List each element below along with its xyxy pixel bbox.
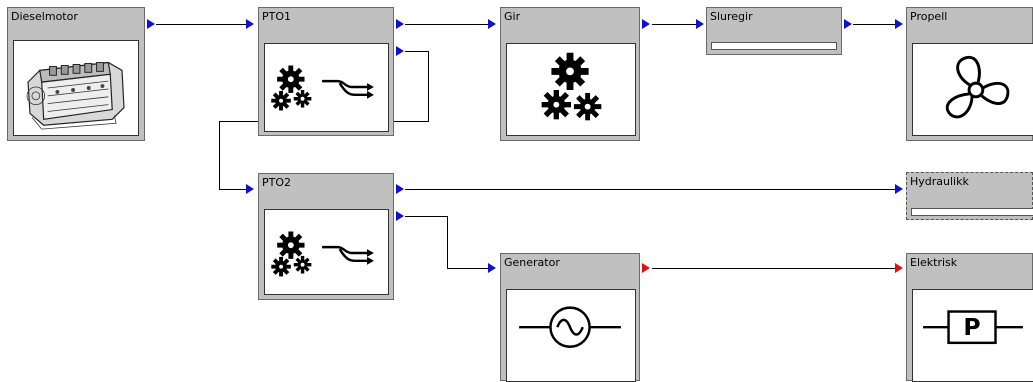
block-pto2[interactable]: PTO2 (258, 173, 394, 300)
wire-pto1-pto2[interactable] (219, 121, 260, 190)
progress-bar (911, 208, 1033, 216)
load-symbol-text: P (963, 313, 980, 341)
ac-source-icon (506, 289, 636, 382)
power-load-icon: P (912, 289, 1033, 382)
block-label: Sluregir (710, 10, 753, 23)
port-propell-in[interactable] (895, 19, 903, 29)
port-generator-in[interactable] (488, 263, 496, 273)
port-pto1-out-1[interactable] (396, 19, 404, 29)
port-hydraulikk-in[interactable] (895, 184, 903, 194)
gears-split-icon (264, 43, 389, 132)
block-hydraulikk[interactable]: Hydraulikk (906, 172, 1033, 220)
block-label: Propell (910, 10, 948, 23)
port-pto1-out-2[interactable] (396, 46, 404, 56)
progress-bar (711, 42, 837, 50)
gears-icon (506, 43, 636, 136)
port-pto2-in[interactable] (246, 184, 254, 194)
block-label: PTO2 (262, 176, 292, 189)
block-label: Elektrisk (910, 256, 958, 269)
gears-split-icon (264, 209, 389, 295)
engine-icon (13, 40, 139, 136)
wire-pto1-loop[interactable] (394, 51, 429, 122)
port-dieselmotor-out[interactable] (147, 19, 155, 29)
block-generator[interactable]: Generator (500, 253, 640, 382)
block-dieselmotor[interactable]: Dieselmotor (7, 7, 145, 141)
wire-pto2-generator[interactable] (405, 216, 488, 269)
port-gir-out[interactable] (642, 19, 650, 29)
block-label: Generator (504, 256, 560, 269)
port-sluregir-in[interactable] (696, 19, 704, 29)
port-pto2-out-1[interactable] (396, 184, 404, 194)
port-pto1-in[interactable] (246, 19, 254, 29)
block-label: PTO1 (262, 10, 292, 23)
block-pto1[interactable]: PTO1 (258, 7, 394, 136)
port-sluregir-out[interactable] (844, 19, 852, 29)
port-generator-out[interactable] (642, 263, 650, 273)
port-gir-in[interactable] (488, 19, 496, 29)
port-elektrisk-in[interactable] (895, 263, 903, 273)
port-pto2-out-2[interactable] (396, 211, 404, 221)
propeller-icon (912, 43, 1033, 136)
block-label: Dieselmotor (11, 10, 78, 23)
block-gir[interactable]: Gir (500, 7, 640, 141)
block-elektrisk[interactable]: Elektrisk P (906, 253, 1033, 382)
block-label: Hydraulikk (910, 175, 969, 188)
block-sluregir[interactable]: Sluregir (706, 7, 842, 55)
block-propell[interactable]: Propell (906, 7, 1033, 141)
block-label: Gir (504, 10, 521, 23)
